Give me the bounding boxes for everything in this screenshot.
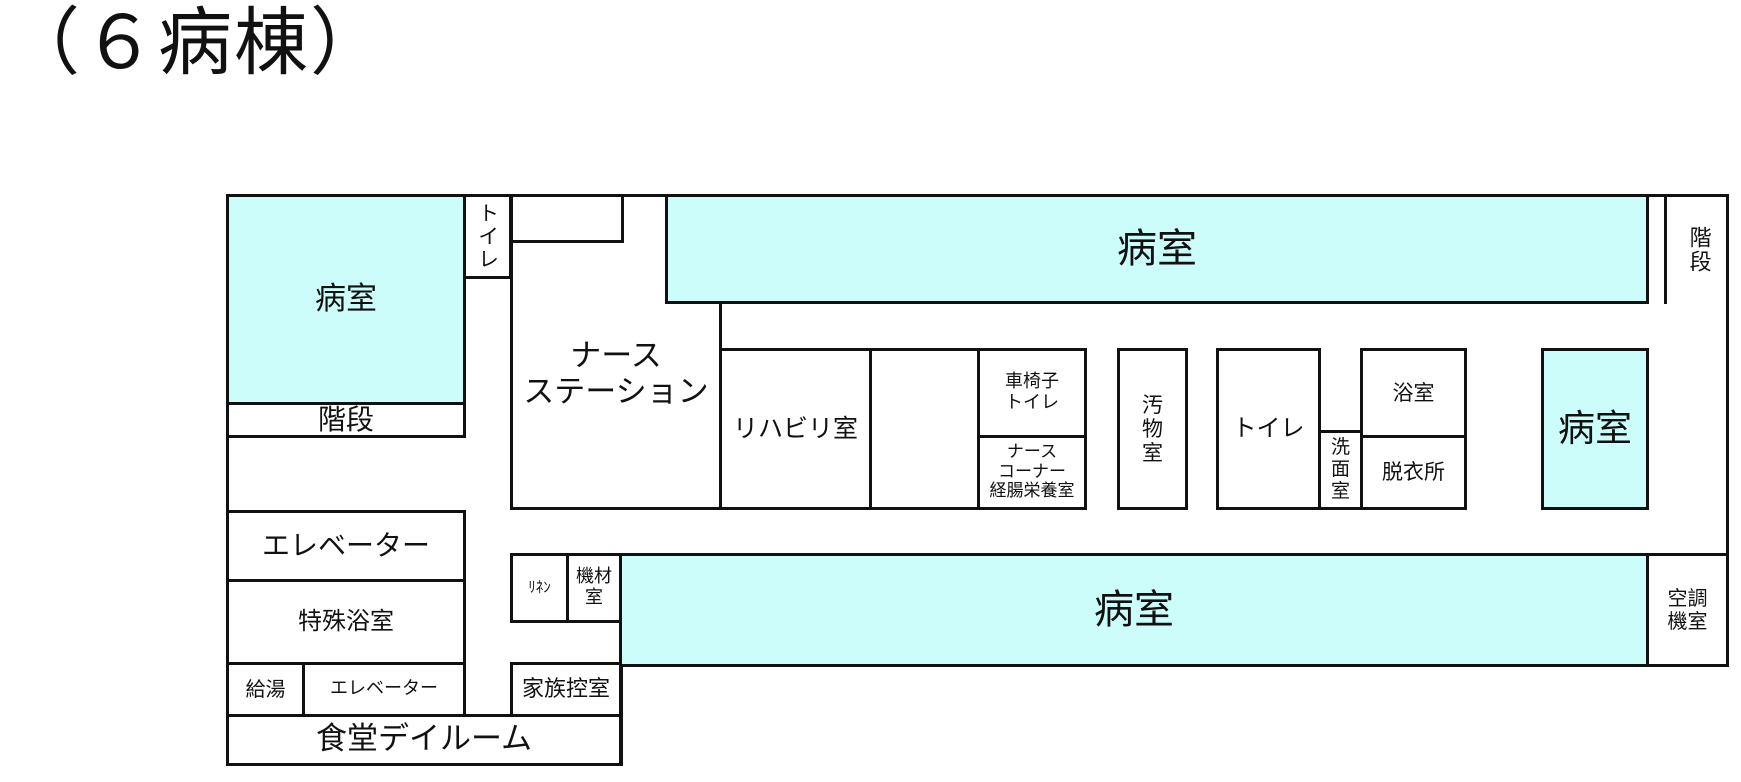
hvac-room: 空調 機室: [1646, 553, 1729, 667]
room-label: 空調 機室: [1667, 586, 1708, 633]
nurse-station-floor: [510, 507, 722, 510]
dining-dayroom: 食堂デイルーム: [226, 714, 622, 766]
elevator-top: エレベーター: [226, 510, 466, 582]
room-label: 食堂デイルーム: [315, 721, 533, 758]
room-label: 病室: [1094, 587, 1174, 633]
room-label: 家族控室: [521, 676, 610, 702]
room-label: 汚 物 室: [1142, 392, 1163, 466]
room-label: トイレ: [1232, 414, 1305, 443]
wall-east: [1726, 194, 1729, 667]
wheelchair-toilet: 車椅子 トイレ: [977, 348, 1087, 438]
room-label: 脱衣所: [1382, 460, 1445, 485]
room-label: ナース ステーション: [523, 338, 709, 410]
stairs-ne-wall: [1664, 194, 1667, 304]
room-label: トイレ: [475, 202, 500, 271]
washroom: 洗 面 室: [1318, 430, 1363, 510]
ward-room-top: 病室: [665, 194, 1649, 304]
toilet-room: トイレ: [1216, 348, 1321, 510]
stairs-nw: 階段: [226, 402, 466, 438]
page-title: （６病棟）: [6, 0, 386, 86]
bath-room: 浴室: [1360, 348, 1467, 438]
elevator-bottom: エレベーター: [302, 662, 466, 717]
ward-room-bottom: 病室: [619, 553, 1649, 667]
room-label: 車椅子 トイレ: [1005, 371, 1059, 413]
ward-room-nw: 病室: [226, 194, 466, 405]
linen-room: ﾘﾈﾝ: [510, 553, 569, 623]
wall-west: [226, 194, 229, 766]
dressing-room: 脱衣所: [1360, 435, 1467, 510]
room-label: 特殊浴室: [298, 607, 394, 636]
family-room: 家族控室: [510, 662, 622, 717]
room-label: ナース コーナー 経腸栄養室: [989, 442, 1075, 502]
room-label: 階段: [1685, 226, 1711, 274]
room-label: エレベーター: [330, 678, 438, 700]
room-label: 病室: [1558, 406, 1632, 450]
equipment-room: 機材 室: [566, 553, 622, 623]
room-label: 給湯: [245, 677, 286, 701]
room-label: 機材 室: [576, 566, 612, 608]
hot-water-room: 給湯: [226, 662, 305, 717]
toilet-nw: トイレ: [463, 194, 512, 279]
room-label: エレベーター: [261, 528, 430, 562]
room-label: 病室: [315, 280, 377, 317]
rehab-room: リハビリ室: [719, 348, 872, 510]
room-label: リハビリ室: [732, 413, 858, 443]
room-label: 浴室: [1392, 380, 1435, 405]
unlabeled-room: [869, 348, 980, 510]
room-label: 洗 面 室: [1330, 436, 1350, 502]
storage-small: [510, 194, 624, 243]
nurse-station: ナース ステーション: [513, 243, 719, 507]
ward-room-east: 病室: [1541, 348, 1649, 510]
nurse-corner: ナース コーナー 経腸栄養室: [977, 435, 1087, 510]
room-label: 病室: [1117, 226, 1197, 272]
stairs-ne: 階段: [1672, 200, 1724, 300]
special-bath: 特殊浴室: [226, 579, 466, 665]
room-label: ﾘﾈﾝ: [528, 578, 551, 597]
room-label: 階段: [317, 402, 374, 436]
nurse-station-wall: [510, 240, 513, 510]
soiled-room: 汚 物 室: [1117, 348, 1188, 510]
